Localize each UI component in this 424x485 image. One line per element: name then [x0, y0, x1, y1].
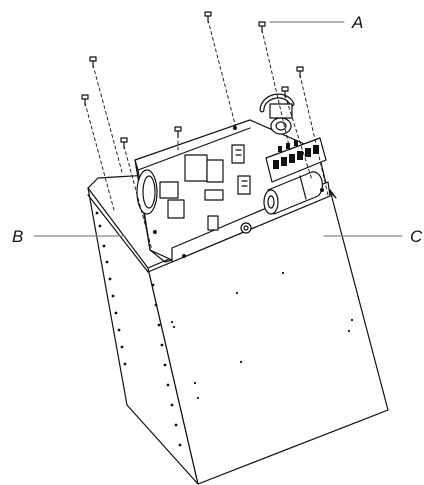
- fuse-holder: [207, 215, 252, 234]
- screw-icon: [204, 11, 212, 23]
- screw-icon: [81, 94, 89, 106]
- right-side-dots: [170, 271, 354, 400]
- screw-guide-line: [207, 19, 237, 129]
- control-panel: [134, 93, 331, 263]
- screw-guide-line: [84, 102, 115, 211]
- callout-c: C: [323, 227, 423, 246]
- callout-a: A: [269, 13, 363, 32]
- capacitor: [263, 171, 323, 215]
- callout-a-label: A: [351, 13, 363, 32]
- screw-guide-line: [123, 145, 153, 251]
- mounting-screws: [81, 11, 329, 251]
- screw-icon: [258, 21, 266, 33]
- cable-gland-top: [259, 93, 295, 135]
- screw-guide-line: [299, 74, 329, 196]
- relay-block: [159, 154, 224, 219]
- screw-icon: [89, 56, 97, 68]
- screw-icon: [120, 137, 128, 149]
- screw-guide-line: [92, 64, 123, 173]
- connector-strip: [231, 144, 251, 195]
- screw-guide-line: [284, 94, 313, 181]
- screw-icon: [281, 86, 289, 98]
- screw-icon: [174, 126, 182, 138]
- screw-guide-line: [261, 29, 291, 151]
- screw-icon: [296, 66, 304, 78]
- left-side-holes: [95, 211, 182, 447]
- enclosure-body: [87, 174, 389, 485]
- callout-b-label: B: [12, 227, 23, 246]
- cable-gland-left: [136, 169, 158, 215]
- callout-c-label: C: [410, 227, 423, 246]
- terminal-block: [265, 137, 327, 183]
- callout-b: B: [12, 227, 126, 246]
